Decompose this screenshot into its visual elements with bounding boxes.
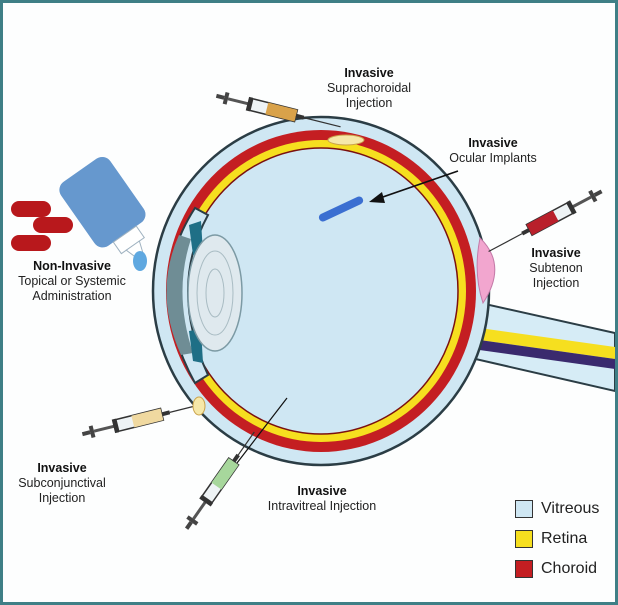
legend-label-retina: Retina [541, 530, 587, 548]
legend-item-retina: Retina [515, 524, 599, 554]
legend-item-choroid: Choroid [515, 554, 599, 584]
subtenon-bleb [477, 238, 495, 303]
suprachoroidal-deposit [328, 135, 364, 145]
label-subconjunctival-title: Invasive [7, 461, 117, 476]
legend-swatch-retina [515, 530, 533, 548]
label-suprachoroidal-title: Invasive [309, 66, 429, 81]
label-implants: Invasive Ocular Implants [433, 136, 553, 166]
label-subtenon-text: Subtenon Injection [529, 261, 583, 290]
label-implants-title: Invasive [433, 136, 553, 151]
label-subconjunctival-text: Subconjunctival Injection [18, 476, 106, 505]
label-subtenon-title: Invasive [521, 246, 591, 261]
legend: Vitreous Retina Choroid [515, 494, 599, 584]
label-subconjunctival: Invasive Subconjunctival Injection [7, 461, 117, 506]
label-suprachoroidal-text: Suprachoroidal Injection [327, 81, 411, 110]
legend-label-vitreous: Vitreous [541, 500, 599, 518]
label-suprachoroidal: Invasive Suprachoroidal Injection [309, 66, 429, 111]
subconjunctival-deposit [193, 397, 205, 415]
pills-icon [11, 201, 73, 251]
lens [188, 235, 242, 351]
syringe-subconjunctival-icon [81, 397, 205, 441]
label-intravitreal-text: Intravitreal Injection [268, 499, 376, 513]
label-implants-text: Ocular Implants [449, 151, 537, 165]
label-noninvasive: Non-Invasive Topical or Systemic Adminis… [17, 259, 127, 304]
label-intravitreal-title: Invasive [247, 484, 397, 499]
label-subtenon: Invasive Subtenon Injection [521, 246, 591, 291]
legend-item-vitreous: Vitreous [515, 494, 599, 524]
label-noninvasive-title: Non-Invasive [17, 259, 127, 274]
legend-label-choroid: Choroid [541, 560, 597, 578]
legend-swatch-vitreous [515, 500, 533, 518]
legend-swatch-choroid [515, 560, 533, 578]
label-noninvasive-text: Topical or Systemic Administration [18, 274, 126, 303]
label-intravitreal: Invasive Intravitreal Injection [247, 484, 397, 514]
